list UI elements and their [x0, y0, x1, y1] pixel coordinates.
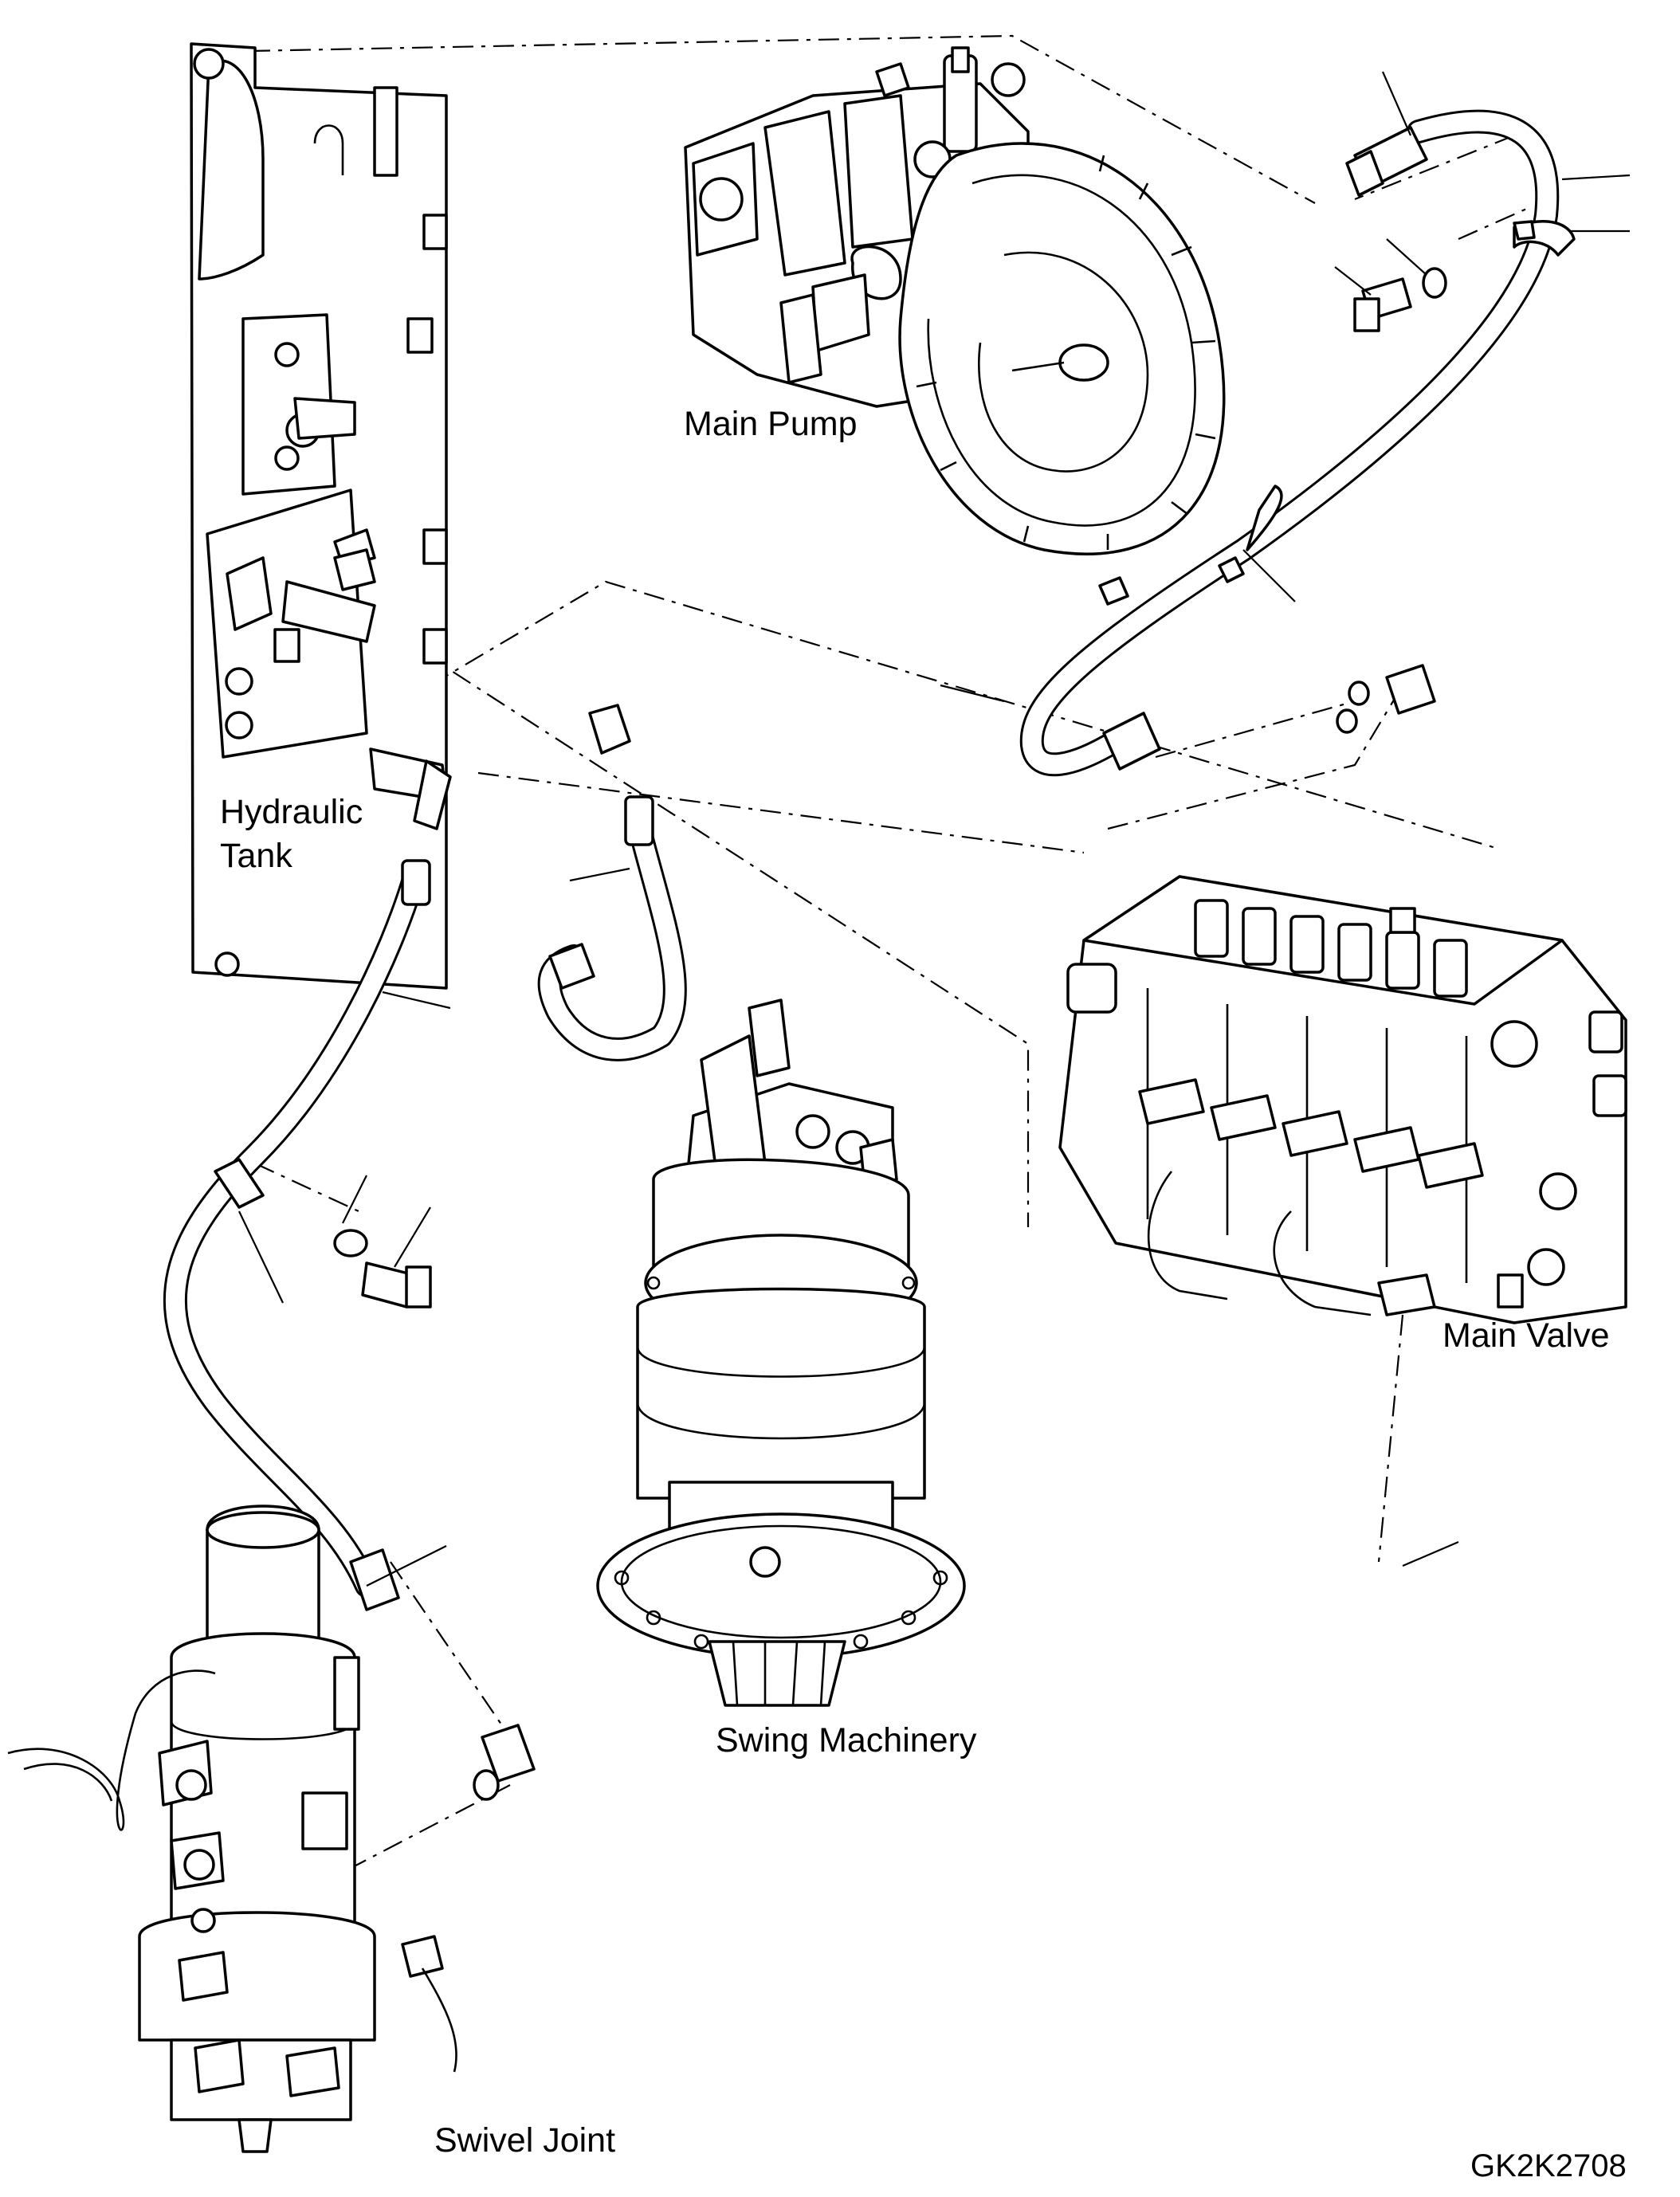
main-pump-label: Main Pump: [684, 405, 858, 443]
main-pump: [684, 46, 1226, 555]
hydraulic-tank: [190, 42, 452, 990]
hydraulic-tank-label-line1: Hydraulic: [220, 793, 363, 831]
swivel-joint: [7, 1505, 457, 2153]
leader-lines: [238, 71, 1631, 1587]
tank-swivel-hose: [163, 859, 536, 1801]
swing-machinery-label: Swing Machinery: [716, 1721, 977, 1760]
assembly-dash-lines: [208, 34, 1531, 1881]
elbow-fitting-valve: [1336, 664, 1436, 734]
swivel-joint-label: Swivel Joint: [434, 2121, 616, 2160]
clamp-bolt-lower: [333, 1229, 432, 1308]
main-valve-label: Main Valve: [1443, 1316, 1610, 1355]
clamp-bolt-upper: [1353, 267, 1447, 332]
swing-motor-hose: [537, 704, 687, 1061]
main-valve: [1058, 875, 1627, 1324]
hydraulic-tank-label-line2: Tank: [220, 837, 292, 875]
swing-machinery: [596, 998, 966, 1707]
drawing-code: GK2K2708: [1470, 2148, 1627, 2183]
pump-drain-hose: [1019, 109, 1576, 777]
